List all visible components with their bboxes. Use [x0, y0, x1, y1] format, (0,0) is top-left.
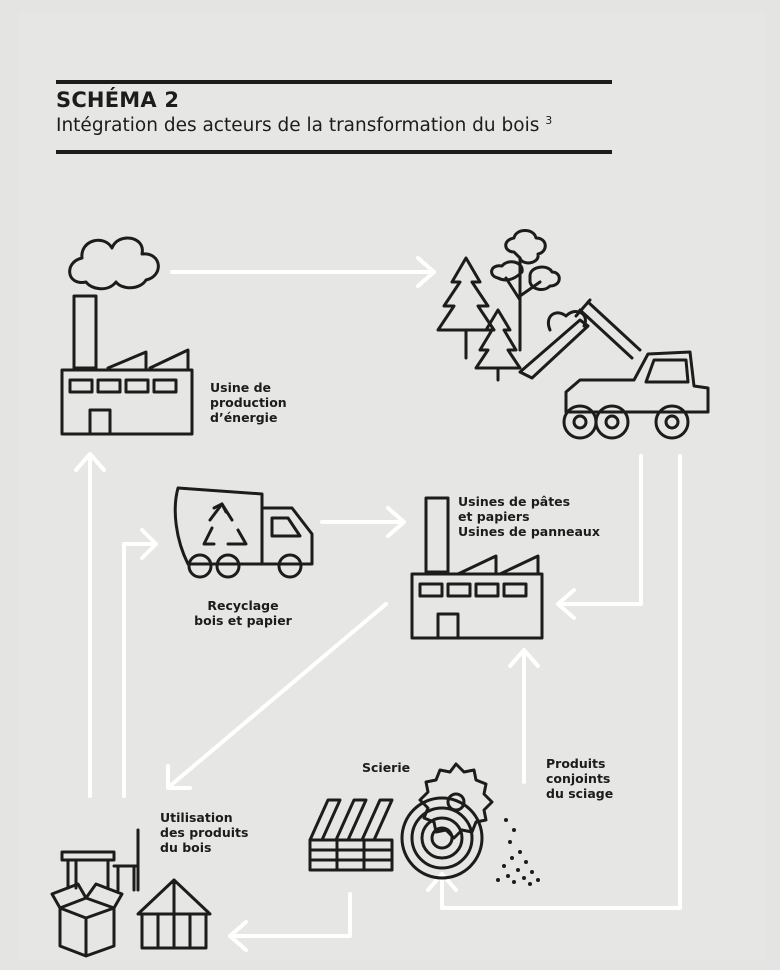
title-block: SCHÉMA 2 Intégration des acteurs de la t… — [56, 88, 676, 136]
sawmill-label: Scierie — [362, 760, 410, 775]
pulp-panel-mills-icon — [410, 496, 544, 640]
arrow-energy-to-forest — [170, 256, 436, 288]
recycling-label: Recyclage bois et papier — [178, 598, 308, 628]
coproducts-label: Produits conjoints du sciage — [546, 756, 613, 801]
mills-label-line2: et papiers — [458, 509, 530, 524]
pulp-panel-mills-label: Usines de pâtes et papiers Usines de pan… — [458, 494, 600, 539]
arrow-use-to-recycling — [122, 528, 158, 798]
arrow-forest-to-mills — [556, 454, 643, 620]
use-label-line3: du bois — [160, 840, 212, 855]
title-top-rule — [56, 80, 612, 84]
energy-plant-icon — [60, 236, 194, 436]
arrow-sawmill-to-use — [228, 892, 352, 952]
coproducts-label-line2: conjoints — [546, 771, 611, 786]
subtitle-text: Intégration des acteurs de la transforma… — [56, 115, 540, 136]
energy-plant-label-line2: production — [210, 395, 287, 410]
arrow-coproducts-to-mills — [508, 648, 540, 784]
arrow-recycling-to-mills — [320, 506, 406, 538]
arrow-use-to-energy — [74, 452, 106, 798]
coproducts-label-line1: Produits — [546, 756, 606, 771]
title-bottom-rule — [56, 150, 612, 154]
forest-harvester-icon — [436, 229, 710, 440]
energy-plant-label-line3: d’énergie — [210, 410, 278, 425]
arrow-forest-to-sawmill — [426, 454, 682, 910]
recycling-label-line2: bois et papier — [194, 613, 292, 628]
diagram-title: SCHÉMA 2 — [56, 88, 180, 112]
energy-plant-label: Usine de production d’énergie — [210, 380, 287, 425]
diagram-subtitle: Intégration des acteurs de la transforma… — [56, 114, 676, 136]
sawmill-icon — [308, 762, 540, 886]
recycling-label-line1: Recyclage — [207, 598, 279, 613]
wood-products-use-label: Utilisation des produits du bois — [160, 810, 248, 855]
use-label-line2: des produits — [160, 825, 249, 840]
arrow-mills-to-use — [166, 602, 388, 790]
wood-products-icon — [50, 828, 212, 958]
footnote-marker: 3 — [545, 114, 553, 127]
coproducts-label-line3: du sciage — [546, 786, 614, 801]
mills-label-line3: Usines de panneaux — [458, 524, 600, 539]
use-label-line1: Utilisation — [160, 810, 233, 825]
energy-plant-label-line1: Usine de — [210, 380, 272, 395]
sawmill-label-line1: Scierie — [362, 760, 411, 775]
mills-label-line1: Usines de pâtes — [458, 494, 571, 509]
recycling-truck-icon — [173, 486, 314, 579]
